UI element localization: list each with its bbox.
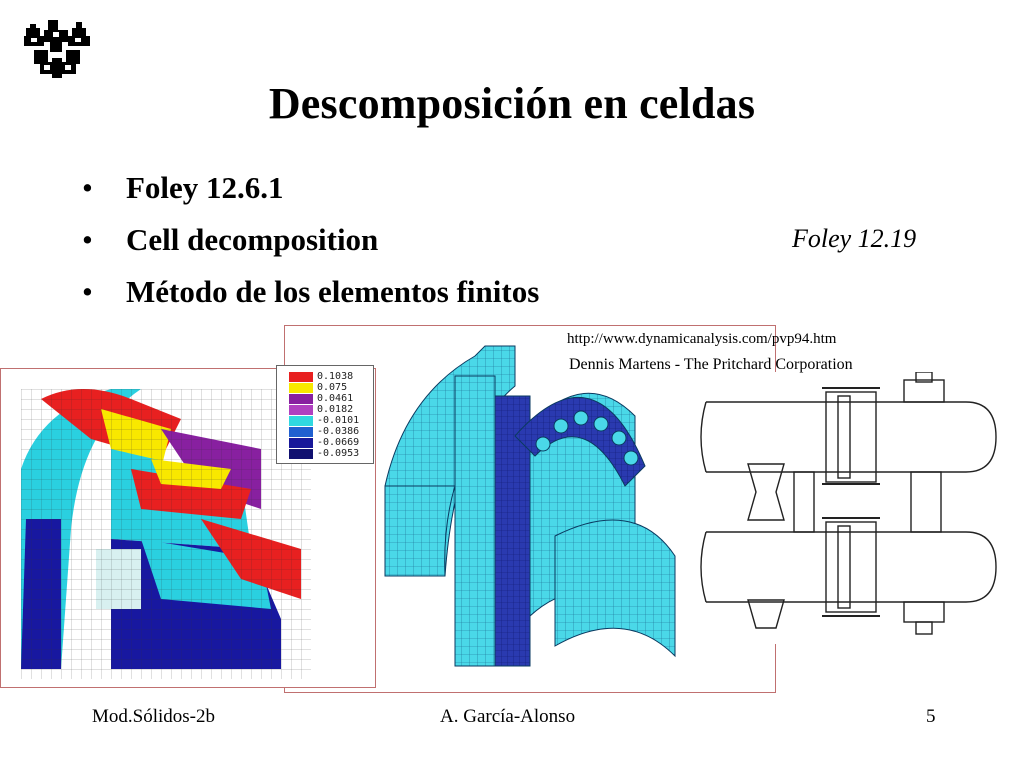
legend-label: -0.0101	[317, 415, 360, 426]
color-legend: 0.1038 0.075 0.0461 0.0182 -0.0101 -0.03…	[276, 365, 374, 464]
figure-reference: Foley 12.19	[792, 224, 917, 253]
bullet-marker: •	[82, 170, 93, 205]
legend-swatch	[289, 427, 313, 437]
bullet-text: Cell decomposition	[126, 222, 379, 257]
legend-swatch	[289, 438, 313, 448]
source-author: Dennis Martens - The Pritchard Corporati…	[569, 356, 853, 373]
legend-label: 0.0461	[317, 393, 354, 404]
bullet-item: • Cell decomposition	[82, 218, 539, 270]
university-logo-icon	[24, 20, 90, 78]
bullet-marker: •	[82, 222, 93, 257]
page-number: 5	[926, 706, 936, 727]
legend-swatch	[289, 372, 313, 382]
bullet-text: Método de los elementos finitos	[126, 274, 540, 309]
legend-label: -0.0953	[317, 448, 360, 459]
footer-course: Mod.Sólidos-2b	[92, 706, 215, 727]
legend-swatch	[289, 394, 313, 404]
bullet-list: • Foley 12.6.1 • Cell decomposition • Métod…	[82, 166, 539, 322]
pipe-flange-drawing	[676, 371, 1006, 644]
footer-author: A. García-Alonso	[440, 706, 576, 727]
legend-swatch	[289, 416, 313, 426]
legend-label: -0.0386	[317, 426, 360, 437]
legend-swatch	[289, 383, 313, 393]
legend-swatch	[289, 405, 313, 415]
slide-title: Descomposición en celdas	[268, 79, 756, 128]
bullet-marker: •	[82, 274, 93, 309]
legend-swatch	[289, 449, 313, 459]
legend-label: 0.075	[317, 382, 348, 393]
legend-label: 0.1038	[317, 371, 354, 382]
source-url: http://www.dynamicanalysis.com/pvp94.htm	[567, 331, 837, 347]
bullet-text: Foley 12.6.1	[126, 170, 284, 205]
bullet-item: • Método de los elementos finitos	[82, 270, 539, 322]
bullet-item: • Foley 12.6.1	[82, 166, 539, 218]
legend-label: -0.0669	[317, 437, 360, 448]
legend-label: 0.0182	[317, 404, 354, 415]
